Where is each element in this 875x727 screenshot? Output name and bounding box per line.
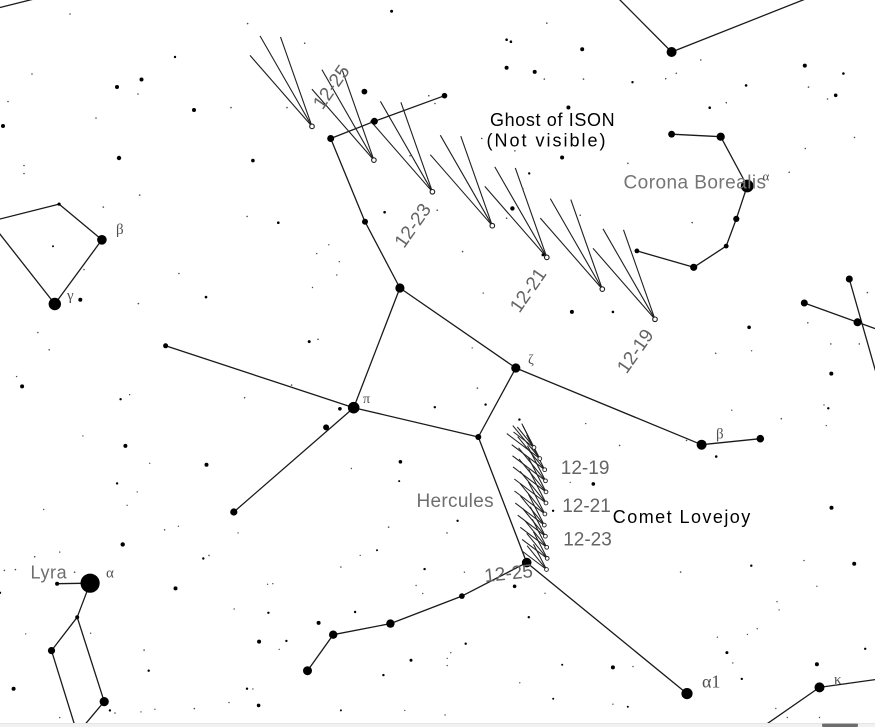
- svg-text:β: β: [116, 222, 124, 238]
- svg-text:Ghost of ISON: Ghost of ISON: [490, 110, 615, 130]
- svg-text:π: π: [363, 392, 370, 407]
- svg-text:α1: α1: [702, 672, 720, 692]
- svg-text:12-23: 12-23: [563, 530, 612, 551]
- svg-text:ζ: ζ: [528, 353, 534, 368]
- svg-text:α: α: [106, 566, 114, 582]
- svg-text:α: α: [763, 169, 770, 184]
- svg-text:Hercules: Hercules: [417, 491, 494, 512]
- svg-text:(Not visible): (Not visible): [487, 130, 608, 150]
- svg-text:β: β: [716, 427, 724, 443]
- svg-text:Comet Lovejoy: Comet Lovejoy: [613, 507, 752, 527]
- svg-text:Lyra: Lyra: [31, 562, 68, 582]
- svg-text:Corona Borealis: Corona Borealis: [624, 173, 767, 194]
- svg-text:12-19: 12-19: [561, 458, 610, 479]
- svg-text:12-21: 12-21: [562, 496, 611, 517]
- svg-text:γ: γ: [66, 288, 74, 304]
- svg-text:12-25: 12-25: [483, 561, 534, 587]
- svg-text:κ: κ: [834, 672, 842, 688]
